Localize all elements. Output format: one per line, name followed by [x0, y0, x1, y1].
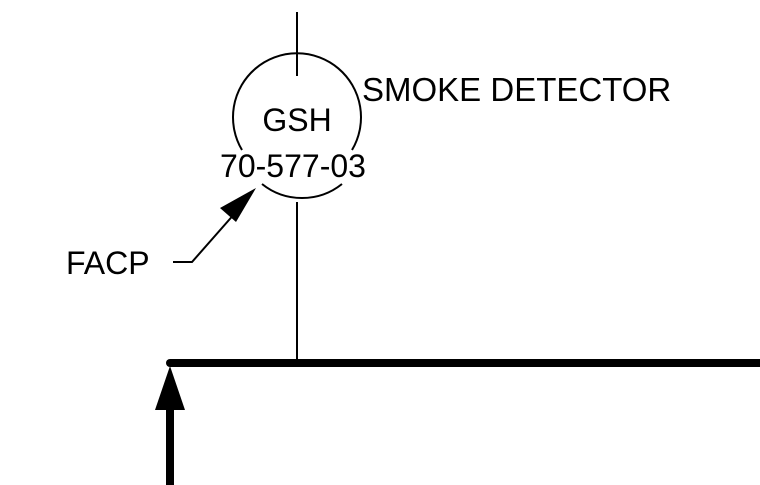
instrument-bubble-upper-arc: [232, 52, 362, 151]
facp-leader-line: [173, 211, 237, 263]
instrument-tag-letters: GSH: [262, 102, 331, 138]
flow-arrowhead: [155, 366, 185, 410]
facp-leader-arrowhead: [220, 188, 256, 222]
instrument-bubble-lower-arc: [261, 183, 343, 199]
instrument-tag-number: 70-577-03: [220, 148, 366, 184]
header-corner-node: [166, 359, 174, 367]
facp-label: FACP: [66, 245, 150, 281]
instrument-description: SMOKE DETECTOR: [362, 71, 671, 108]
